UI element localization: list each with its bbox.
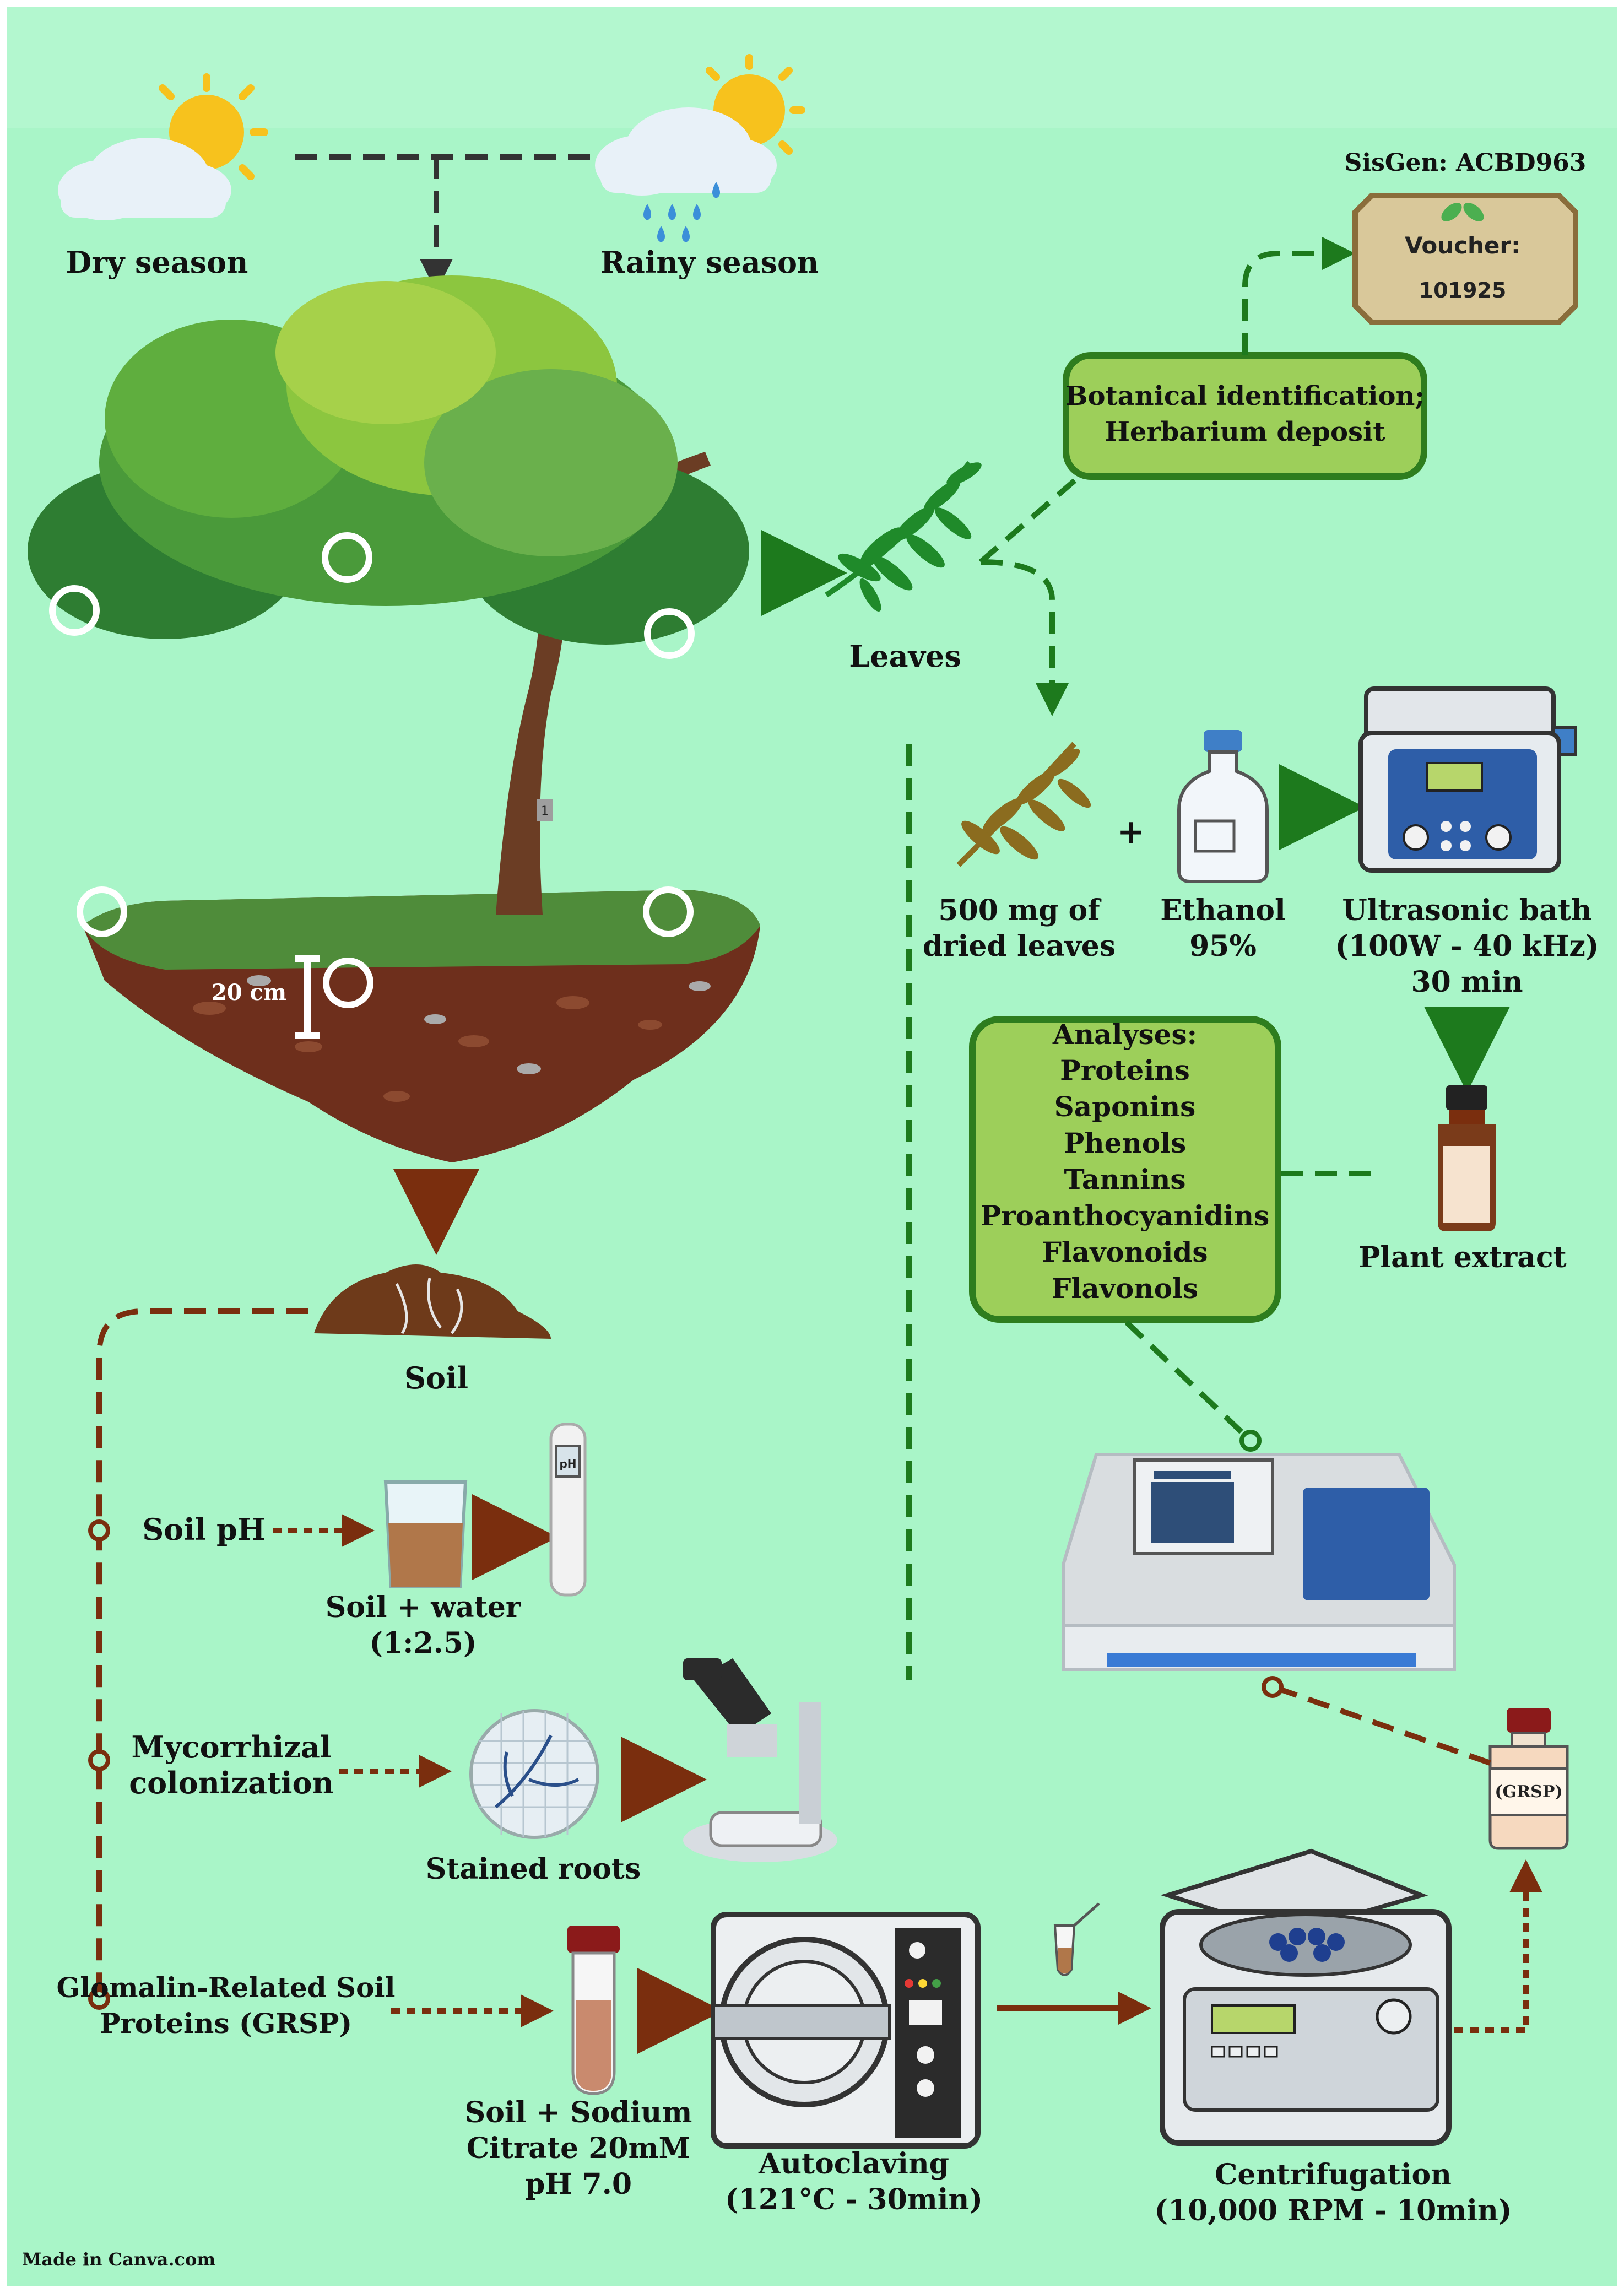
grsp-bottle-label: (GRSP): [1495, 1782, 1562, 1802]
analysis-item: Phenols: [1064, 1127, 1187, 1159]
analysis-item: Saponins: [1054, 1090, 1196, 1123]
analyses-title: Analyses:: [1052, 1018, 1197, 1051]
botanical-box: [1063, 352, 1427, 480]
centrifugation-line1: Centrifugation: [1215, 2158, 1452, 2192]
voucher-title: Voucher:: [1405, 232, 1520, 259]
rainy-season-icon: [595, 54, 805, 242]
beaker-icon: [383, 1480, 468, 1588]
depth-label: 20 cm: [212, 980, 286, 1005]
connector-dot: [1262, 1676, 1284, 1698]
centrifuge-icon: [1160, 1848, 1452, 2146]
citrate-line2: Citrate 20mM: [467, 2132, 690, 2165]
ultrasonic-line1: Ultrasonic bath: [1342, 894, 1591, 927]
centrifugation-line2: (10,000 RPM - 10min): [1155, 2194, 1512, 2227]
sisgen-label: SisGen: ACBD963: [1345, 149, 1587, 177]
analyses-box: [969, 1016, 1281, 1323]
connector-dot: [1239, 1430, 1262, 1452]
analysis-item: Tannins: [1064, 1163, 1185, 1196]
autoclaving-line2: (121°C - 30min): [725, 2183, 983, 2216]
ethanol-line1: Ethanol: [1160, 894, 1285, 927]
leaf-icon: [1441, 203, 1484, 221]
ultrasonic-line2: (100W - 40 kHz): [1335, 929, 1599, 963]
tree-illustration: 1: [28, 275, 760, 1162]
botanical-line1: Botanical identification;: [1065, 381, 1425, 412]
botanical-to-voucher-arrow: [1242, 237, 1355, 355]
soil-ph-label: Soil pH: [142, 1512, 266, 1547]
ultrasonic-bath-icon: [1358, 686, 1577, 873]
plus-sign: +: [1117, 813, 1145, 851]
spectrophotometer-icon: [1062, 1453, 1456, 1671]
tree-tag-label: 1: [541, 804, 549, 818]
dried-leaves-icon: [956, 742, 1091, 867]
stained-roots-label: Stained roots: [426, 1852, 641, 1886]
analysis-item: Proanthocyanidins: [981, 1199, 1270, 1232]
analyses-to-spectro-connector: [1124, 1320, 1250, 1440]
grsp-line2: Proteins (GRSP): [100, 2007, 352, 2040]
fresh-leaves-icon: [825, 461, 982, 612]
citrate-line3: pH 7.0: [525, 2167, 632, 2201]
leaves-to-botanical-connector: [978, 472, 1085, 564]
branch-nodes: [88, 1519, 110, 2010]
dry-season-icon: [58, 73, 268, 220]
test-tube-icon: [567, 1926, 620, 2095]
mycorrhizal-line2: colonization: [129, 1765, 334, 1800]
microscope-icon: [683, 1658, 837, 1862]
rainy-season-label: Rainy season: [600, 245, 819, 280]
citrate-line1: Soil + Sodium: [465, 2096, 692, 2129]
autoclave-icon: [711, 1912, 981, 2149]
analysis-item: Proteins: [1060, 1054, 1190, 1086]
centrifuge-to-grsp-arrow: [1454, 1859, 1542, 2033]
dry-season-label: Dry season: [66, 245, 248, 280]
dried-leaves-line2: dried leaves: [923, 929, 1116, 963]
voucher-card: [1352, 193, 1578, 325]
depth-marker: [295, 955, 320, 1039]
botanical-line2: Herbarium deposit: [1105, 417, 1385, 447]
ethanol-line2: 95%: [1189, 929, 1257, 963]
plant-extract-label: Plant extract: [1358, 1241, 1566, 1274]
leaves-label: Leaves: [849, 639, 961, 674]
grsp-bottle-icon: [1488, 1708, 1569, 1850]
ph-meter-icon: [549, 1423, 587, 1597]
grsp-line1: Glomalin-Related Soil: [57, 1971, 396, 2004]
footer-credit: Made in Canva.com: [22, 2249, 215, 2270]
small-tube-icon: [1053, 1902, 1100, 1976]
plant-extract-icon: [1438, 1085, 1496, 1231]
sky-band: [7, 7, 1617, 128]
analysis-item: Flavonoids: [1042, 1236, 1208, 1268]
grsp-to-spectro-connector: [1277, 1686, 1491, 1766]
ethanol-bottle-icon: [1177, 730, 1269, 883]
analysis-item: Flavonols: [1052, 1272, 1198, 1305]
dried-leaves-line1: 500 mg of: [938, 894, 1102, 927]
ph-meter-text: pH: [559, 1457, 576, 1470]
soil-label: Soil: [404, 1360, 468, 1396]
mycorrhizal-line1: Mycorrhizal: [132, 1729, 332, 1765]
sampling-points: [49, 532, 695, 1008]
soil-water-line1: Soil + water: [326, 1591, 521, 1624]
autoclaving-line1: Autoclaving: [758, 2147, 949, 2181]
leaves-to-dried-arrow: [980, 559, 1069, 716]
stained-roots-icon: [469, 1709, 599, 1839]
soil-pile-icon: [314, 1264, 551, 1339]
voucher-number: 101925: [1419, 278, 1507, 302]
soil-water-line2: (1:2.5): [369, 1626, 477, 1660]
ultrasonic-line3: 30 min: [1411, 965, 1523, 999]
